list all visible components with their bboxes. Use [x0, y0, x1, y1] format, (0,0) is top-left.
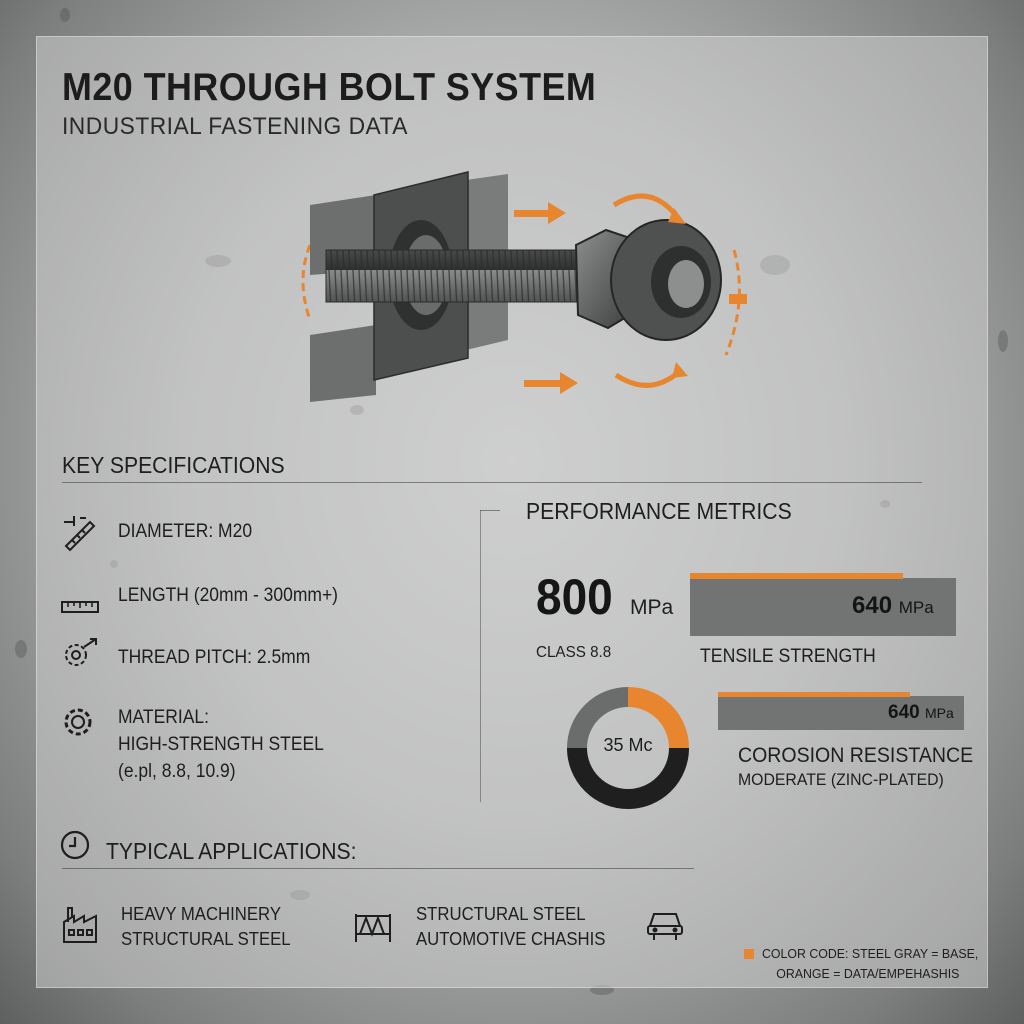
application-structural-steel: STRUCTURAL STEEL [121, 929, 291, 949]
application-group-1: HEAVY MACHINERY STRUCTURAL STEEL [121, 902, 291, 952]
color-legend: COLOR CODE: STEEL GRAY = BASE, ORANGE = … [762, 944, 978, 984]
divider [62, 482, 922, 483]
gear-icon [64, 708, 92, 736]
donut-segment-dark [567, 747, 689, 809]
divider-tick [480, 510, 500, 511]
donut-segment-orange [627, 687, 689, 749]
application-group-2: STRUCTURAL STEEL AUTOMOTIVE CHASHIS [416, 902, 605, 952]
tensile-bar-fill [690, 573, 903, 579]
page-subtitle: INDUSTRIAL FASTENING DATA [62, 113, 408, 140]
ruler-icon [64, 516, 96, 552]
infographic-panel [36, 36, 988, 988]
corrosion-sublabel: MODERATE (ZINC-PLATED) [738, 770, 944, 789]
corrosion-bar-fill [718, 692, 910, 697]
spec-length: LENGTH (20mm - 300mm+) [118, 585, 338, 606]
bolt-assembly-illustration [301, 171, 747, 402]
application-automotive-chassis: AUTOMOTIVE CHASHIS [416, 929, 606, 949]
tensile-bar-track [690, 578, 956, 636]
rotation-arc-left [301, 244, 312, 321]
page-title: M20 THROUGH BOLT SYSTEM [62, 66, 597, 109]
tensile-value-unit: MPa [898, 598, 934, 617]
rotation-arc-top [612, 193, 680, 220]
vertical-divider [480, 510, 481, 802]
motion-arrow-icon [514, 202, 747, 394]
clock-icon [60, 830, 90, 860]
tensile-value: 640 MPa [852, 592, 934, 620]
corrosion-value-unit: MPa [924, 705, 954, 721]
legend-swatch-orange [744, 949, 754, 959]
key-specifications-heading: KEY SPECIFICATIONS [62, 452, 285, 478]
headline-value: 800 [536, 569, 613, 625]
corrosion-label: COROSION RESISTANCE [738, 744, 974, 767]
performance-metrics-heading: PERFORMANCE METRICS [526, 498, 792, 524]
donut-center-label: 35 Mc [603, 735, 653, 755]
donut-segment-gray [567, 687, 629, 749]
spec-material-value: HIGH-STRENGTH STEEL [118, 734, 324, 755]
spec-material-label: MATERIAL: [118, 707, 209, 728]
corrosion-value: 640 MPa [888, 702, 954, 724]
spec-material: MATERIAL: HIGH-STRENGTH STEEL (e.pl, 8.8… [118, 704, 324, 785]
typical-applications-heading: TYPICAL APPLICATIONS: [106, 838, 357, 864]
spec-thread-pitch: THREAD PITCH: 2.5mm [118, 647, 311, 668]
rotation-arc-bottom [614, 368, 683, 388]
spec-material-grades: (e.pl, 8.8, 10.9) [118, 761, 236, 782]
class-caption: CLASS 8.8 [536, 644, 612, 661]
corrosion-bar-track [718, 696, 964, 730]
corrosion-value-number: 640 [888, 702, 920, 723]
headline-unit: MPa [630, 596, 674, 619]
legend-line-2: ORANGE = DATA/EMPEHASHIS [776, 966, 960, 981]
tensile-value-number: 640 [852, 592, 893, 619]
factory-icon [63, 907, 97, 943]
gear-wrench-icon [65, 638, 97, 666]
divider [62, 868, 694, 869]
steel-truss-icon [355, 914, 391, 942]
tensile-label: TENSILE STRENGTH [700, 646, 876, 667]
application-structural-steel-2: STRUCTURAL STEEL [416, 904, 586, 924]
car-icon [647, 913, 683, 940]
legend-line-1: COLOR CODE: STEEL GRAY = BASE, [762, 946, 979, 961]
donut-gauge [567, 687, 689, 809]
tape-measure-icon [61, 601, 99, 613]
application-heavy-machinery: HEAVY MACHINERY [121, 904, 282, 924]
spec-diameter: DIAMETER: M20 [118, 521, 253, 542]
